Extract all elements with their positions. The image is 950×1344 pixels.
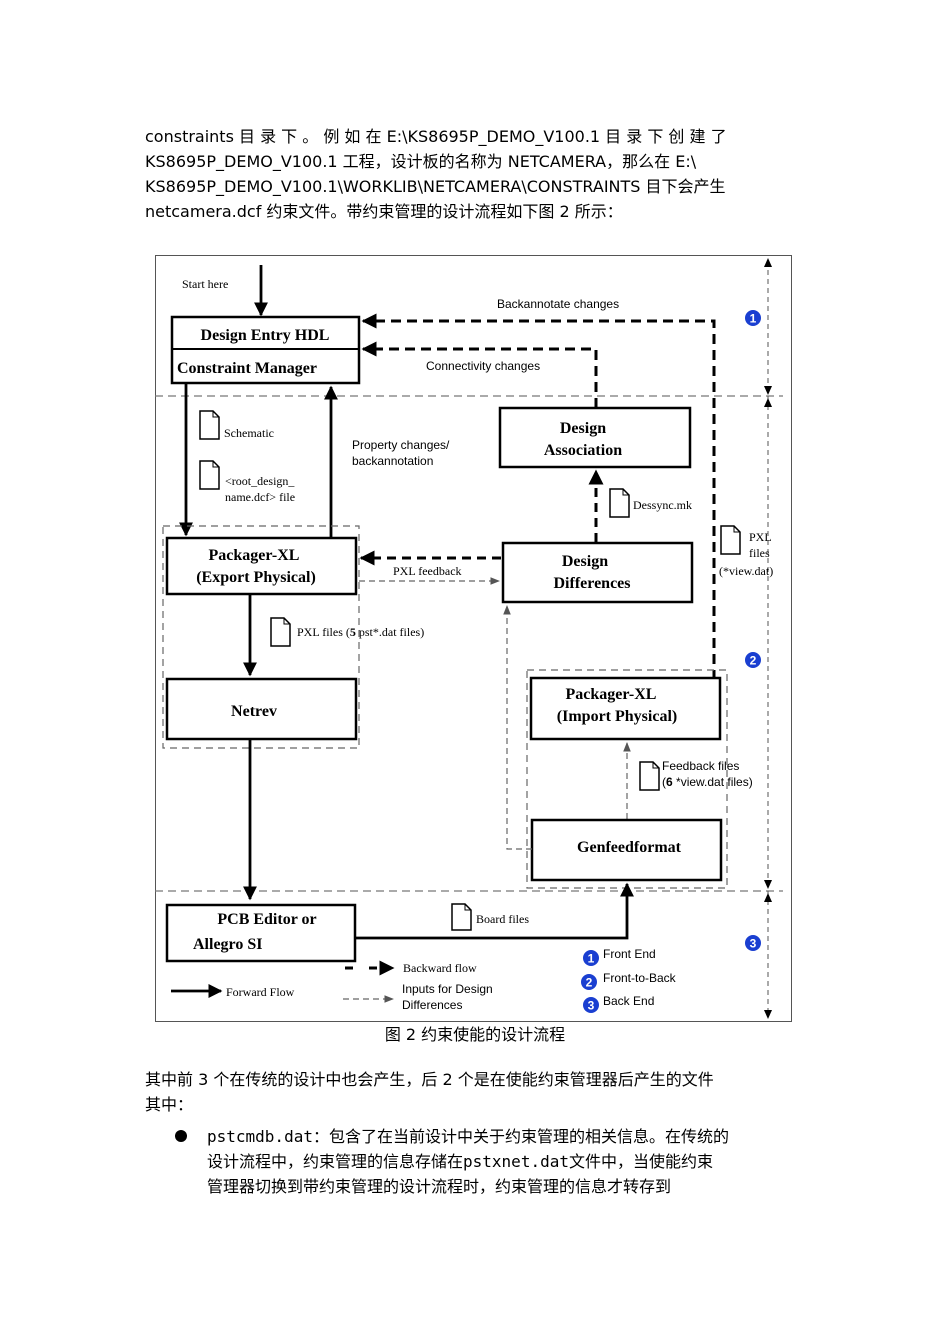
- genfeedformat-label: Genfeedformat: [577, 839, 682, 856]
- legend-front-to-back: 2 Front-to-Back: [581, 971, 677, 990]
- pcb-editor-box: [165, 903, 357, 963]
- packager-import-line1: Packager-XL: [566, 686, 657, 703]
- design-differences-line1: Design: [562, 553, 608, 570]
- design-entry-label: Design Entry HDL: [201, 327, 330, 344]
- legend-forward-label: Forward Flow: [226, 985, 295, 999]
- connectivity-label: Connectivity changes: [426, 359, 540, 373]
- design-association-box: [498, 406, 692, 469]
- property-label-line2: backannotation: [352, 454, 433, 468]
- feedback-label-line1: Feedback files: [662, 759, 739, 773]
- section-marker-1: 1: [745, 310, 761, 326]
- start-here-label: Start here: [182, 277, 228, 291]
- pxl-pst-label: PXL files (5 pst*.dat files): [297, 625, 424, 639]
- legend-inputs-line1: Inputs for Design: [402, 982, 493, 996]
- bullet-pstcmdb: pstcmdb.dat：包含了在当前设计中关于约束管理的相关信息。在传统的 设计…: [207, 1124, 807, 1199]
- property-label-line1: Property changes/: [352, 438, 450, 452]
- dcf-label-line1: <root_design_: [225, 474, 295, 488]
- board-files-arrow: [355, 882, 634, 940]
- design-association-line1: Design: [560, 420, 606, 437]
- packager-export-line2: (Export Physical): [196, 569, 316, 586]
- packager-import-line2: (Import Physical): [557, 708, 677, 725]
- connectivity-arrow: [361, 341, 598, 408]
- netrev-label: Netrev: [231, 703, 277, 720]
- diagram-frame: [155, 255, 792, 1022]
- legend-marker-2: 2: [586, 976, 593, 990]
- pxl-view-file-icon: [720, 525, 741, 555]
- legend-back-end-label: Back End: [603, 994, 654, 1008]
- dcf-label-line2: name.dcf> file: [225, 490, 295, 504]
- genfeedformat-box: [530, 818, 723, 882]
- para2-line-1: 其中前 3 个在传统的设计中也会产生，后 2 个是在使能约束管理器后产生的文件: [145, 1070, 714, 1089]
- pxl-feedback-label: PXL feedback: [393, 564, 462, 578]
- section-marker-3-label: 3: [750, 937, 757, 951]
- packager-export-line1: Packager-XL: [209, 547, 300, 564]
- bullet-line-1-rest: ：包含了在当前设计中关于约束管理的相关信息。在传统的: [312, 1127, 729, 1146]
- section-marker-1-label: 1: [750, 312, 757, 326]
- bullet-line-2-post: 文件中，当使能约束: [568, 1152, 713, 1171]
- packager-import-box: [529, 676, 722, 741]
- bullet-line-2-pre: 设计流程中，约束管理的信息存储在: [207, 1152, 464, 1171]
- intro-line-3: KS8695P_DEMO_V100.1\WORKLIB\NETCAMERA\CO…: [145, 177, 726, 196]
- bullet-line-1: pstcmdb.dat：包含了在当前设计中关于约束管理的相关信息。在传统的: [207, 1124, 807, 1149]
- bullet-term: pstcmdb.dat: [207, 1127, 313, 1146]
- pxl-view-label-line2: files: [749, 546, 770, 560]
- export-group-outline: [162, 525, 360, 749]
- constraint-manager-label: Constraint Manager: [177, 360, 317, 377]
- design-differences-box: [501, 541, 694, 604]
- bullet-line-2-code: pstxnet.dat: [463, 1152, 569, 1171]
- pxl-view-label-line1: PXL: [749, 530, 772, 544]
- design-differences-line2: Differences: [554, 575, 631, 592]
- feedback-label-line2: (6 *view.dat files): [662, 775, 753, 789]
- second-paragraph: 其中前 3 个在传统的设计中也会产生，后 2 个是在使能约束管理器后产生的文件 …: [145, 1067, 807, 1117]
- schematic-label: Schematic: [224, 426, 274, 440]
- pcb-editor-line1: PCB Editor or: [217, 911, 316, 928]
- bullet-line-3: 管理器切换到带约束管理的设计流程时，约束管理的信息才转存到: [207, 1177, 672, 1196]
- legend-front-to-back-label: Front-to-Back: [603, 971, 677, 985]
- packager-export-box: [165, 536, 358, 596]
- pcb-editor-line2: Allegro SI: [193, 936, 262, 953]
- intro-line-4: netcamera.dcf 约束文件。带约束管理的设计流程如下图 2 所示：: [145, 202, 623, 221]
- dimension-arrowheads: [764, 258, 772, 1019]
- figure-caption: 图 2 约束使能的设计流程: [384, 1025, 566, 1044]
- section-marker-2-label: 2: [750, 654, 757, 668]
- legend-inputs-line2: Differences: [402, 998, 462, 1012]
- pxl-pst-file-icon: [270, 617, 291, 647]
- netrev-box: [165, 677, 358, 741]
- intro-line-2: KS8695P_DEMO_V100.1 工程，设计板的名称为 NETCAMERA…: [145, 152, 697, 171]
- schematic-file-icon: [199, 410, 220, 440]
- pxl-view-label-line3: (*view.dat): [719, 564, 773, 578]
- section-marker-2: 2: [745, 652, 761, 668]
- section-marker-3: 3: [745, 935, 761, 951]
- intro-line-1: constraints 目 录 下 。 例 如 在 E:\KS8695P_DEM…: [145, 127, 727, 146]
- board-files-label: Board files: [476, 912, 529, 926]
- legend-back-end: 3 Back End: [583, 994, 654, 1013]
- design-flow-diagram: 1 2 3 Start here Design Entry HDL Constr…: [155, 255, 792, 1022]
- legend-marker-3: 3: [588, 999, 595, 1013]
- legend-marker-1: 1: [588, 952, 595, 966]
- backannotate-label: Backannotate changes: [497, 297, 619, 311]
- feedback-file-icon: [639, 761, 660, 791]
- genfeed-input-arrow: [503, 605, 532, 850]
- dcf-file-icon: [199, 460, 220, 490]
- legend-front-end: 1 Front End: [583, 947, 656, 966]
- bullet-line-2: 设计流程中，约束管理的信息存储在pstxnet.dat文件中，当使能约束: [207, 1149, 807, 1174]
- bullet-dot: [175, 1130, 187, 1142]
- legend-front-end-label: Front End: [603, 947, 656, 961]
- backannotate-arrow: [361, 313, 716, 680]
- para2-line-2: 其中：: [145, 1095, 194, 1114]
- board-file-icon: [451, 903, 472, 931]
- dessync-label: Dessync.mk: [633, 498, 692, 512]
- design-association-line2: Association: [544, 442, 622, 459]
- legend-backward-label: Backward flow: [403, 961, 477, 975]
- intro-paragraph: constraints 目 录 下 。 例 如 在 E:\KS8695P_DEM…: [145, 124, 807, 224]
- dessync-file-icon: [609, 488, 630, 518]
